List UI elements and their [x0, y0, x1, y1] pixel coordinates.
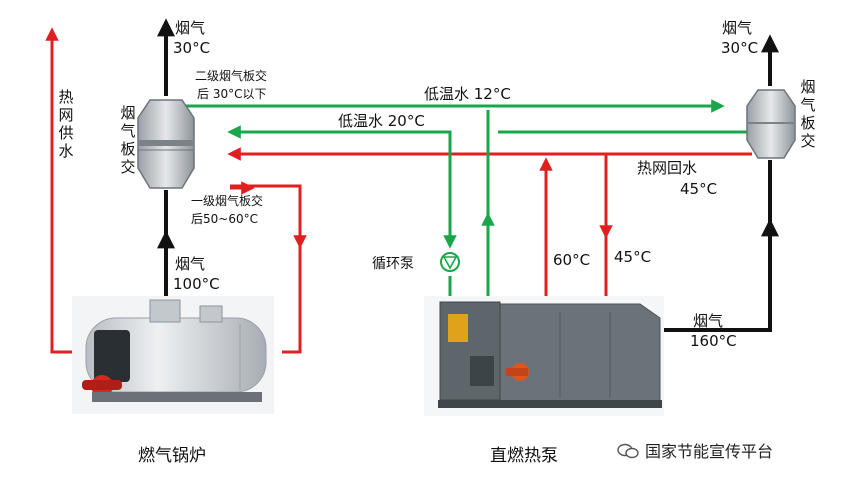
- stage1-note-line2: 后50~60°C: [191, 212, 258, 226]
- right-exchanger-label: 烟气板交: [800, 78, 816, 150]
- low-temp-12c-pipe: [180, 99, 725, 300]
- hot-45c-label: 45°C: [614, 248, 652, 266]
- heating-return-label: 热网回水: [637, 159, 698, 177]
- low-temp-20c-label: 低温水 20°C: [338, 112, 425, 130]
- circulation-pump-icon: [440, 252, 460, 272]
- wechat-icon: [617, 443, 639, 459]
- right-flue-outlet-label: 烟气: [722, 19, 753, 37]
- right-flue-outlet-temp: 30°C: [721, 39, 759, 57]
- watermark-text: 国家节能宣传平台: [645, 442, 774, 461]
- left-flue-inlet-temp: 100°C: [173, 275, 220, 293]
- low-temp-12c-label: 低温水 12°C: [424, 85, 511, 103]
- left-flue-outlet-temp: 30°C: [173, 39, 211, 57]
- heat-pump-caption: 直燃热泵: [490, 446, 558, 466]
- heating-supply-pipe: [45, 27, 72, 354]
- circulation-pump-label: 循环泵: [372, 256, 414, 272]
- direct-fired-heat-pump-image: [424, 296, 664, 416]
- heating-supply-label: 热网供水: [58, 88, 74, 160]
- heating-return-temp: 45°C: [680, 180, 718, 198]
- hot-60c-label: 60°C: [553, 251, 591, 269]
- gas-boiler-image: [72, 296, 274, 414]
- left-flue-inlet-label: 烟气: [175, 255, 206, 273]
- low-temp-20c-pipe: [227, 125, 752, 300]
- left-flue-outlet-label: 烟气: [175, 19, 206, 37]
- stage2-note-line2: 后 30°C以下: [197, 87, 267, 101]
- stage1-note-line1: 一级烟气板交: [191, 194, 264, 208]
- flue-160c-label: 烟气: [693, 312, 724, 330]
- stage2-note-line1: 二级烟气板交: [195, 69, 268, 83]
- left-flue-gas-exchanger: [137, 99, 195, 189]
- heating-return-pipe: [227, 147, 752, 354]
- flue-gas-path-right: [660, 34, 779, 332]
- gas-boiler-caption: 燃气锅炉: [138, 446, 206, 466]
- right-flue-gas-exchanger: [746, 89, 796, 159]
- watermark: 国家节能宣传平台: [617, 438, 773, 462]
- left-exchanger-label: 烟气板交: [120, 104, 136, 176]
- flue-160c-temp: 160°C: [690, 332, 737, 350]
